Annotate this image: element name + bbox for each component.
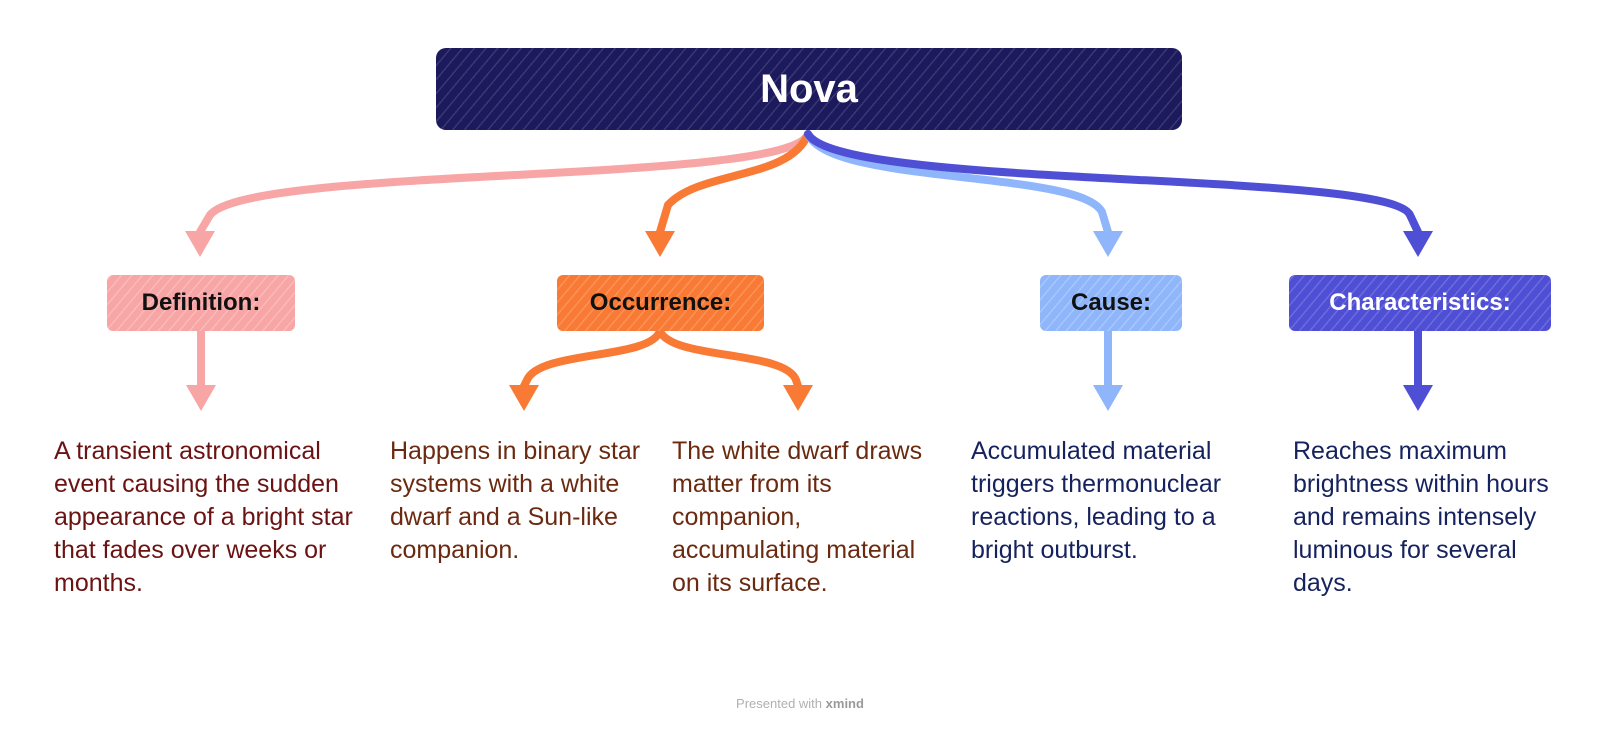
branch-cause[interactable]: Cause: (1040, 275, 1182, 331)
branch-occurrence-label: Occurrence: (589, 289, 732, 316)
connector-occurrence-leaf-2 (656, 327, 802, 390)
branch-occurrence[interactable]: Occurrence: (557, 275, 764, 331)
arrow-occurrence-leaf-1 (509, 385, 539, 411)
leaf-definition[interactable]: A transient astronomical event causing t… (54, 437, 353, 597)
arrow-characteristics-leaf (1403, 385, 1433, 411)
arrow-occurrence-leaf-2 (783, 385, 813, 411)
leaf-characteristics[interactable]: Reaches maximum brightness within hours … (1293, 437, 1549, 597)
leaf-occurrence-accretion[interactable]: The white dwarf draws matter from its co… (672, 437, 923, 597)
branch-definition[interactable]: Definition: (107, 275, 295, 331)
xmind-brand: xmind (825, 696, 864, 711)
connector-root-occurrence (656, 130, 812, 236)
arrow-cause-leaf (1093, 385, 1123, 411)
leaf-occurrence-binary[interactable]: Happens in binary star systems with a wh… (390, 437, 641, 564)
root-topic-label: Nova (760, 66, 858, 111)
branch-characteristics-label: Characteristics: (1329, 289, 1511, 316)
leaf-cause[interactable]: Accumulated material triggers thermonucl… (971, 437, 1222, 564)
connector-occurrence-leaf-1 (520, 327, 664, 390)
presented-with-footer: Presented with xmind (0, 696, 1600, 711)
branch-cause-label: Cause: (1070, 289, 1152, 316)
connector-root-characteristics (804, 130, 1422, 236)
root-topic-nova[interactable]: Nova (436, 48, 1182, 130)
branch-characteristics[interactable]: Characteristics: (1289, 275, 1551, 331)
arrow-cause (1093, 231, 1123, 257)
branch-definition-label: Definition: (141, 289, 261, 316)
connector-root-cause (804, 130, 1112, 236)
footer-prefix: Presented with (736, 696, 823, 711)
arrow-definition (185, 231, 215, 257)
arrow-characteristics (1403, 231, 1433, 257)
arrow-definition-leaf (186, 385, 216, 411)
connector-root-definition (196, 130, 812, 236)
arrow-occurrence (645, 231, 675, 257)
